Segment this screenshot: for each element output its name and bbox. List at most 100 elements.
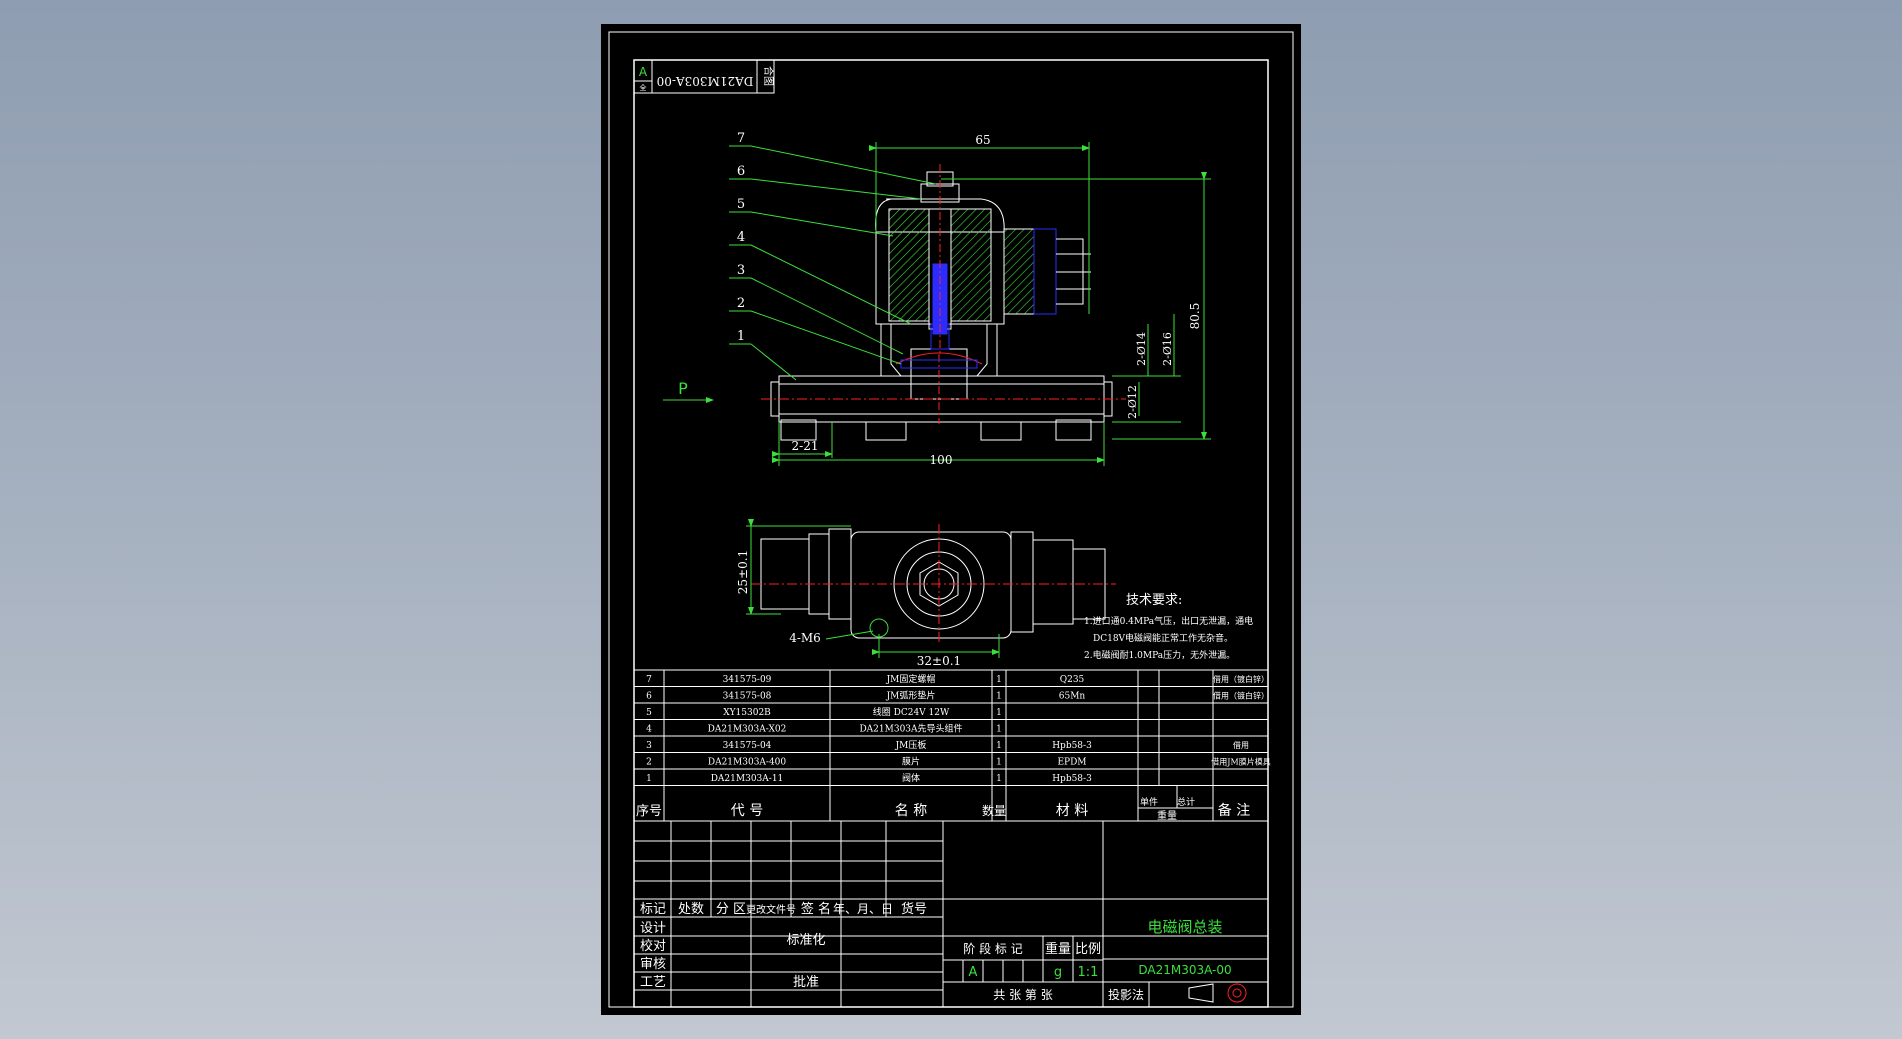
bom-cell-code: 341575-08	[723, 692, 772, 702]
tb-mark: 标记	[640, 902, 666, 917]
bom-cell-qty: 1	[996, 774, 1002, 784]
bom-cell-qty: 1	[996, 758, 1002, 768]
flow-label: P	[678, 379, 688, 398]
front-dim-labels: 65 80.5 2-Ø14 2-Ø16 2-Ø12 2-21 100 P	[678, 133, 1202, 467]
dim-m6: 4-M6	[789, 631, 821, 645]
bom-cell-name: JM压板	[895, 739, 927, 751]
tb-approve: 批准	[793, 975, 819, 990]
top-dim-labels: 25±0.1 4-M6 32±0.1	[736, 550, 961, 668]
tb-weight: 重量	[1045, 941, 1071, 957]
tb-sheets: 共 张 第 张	[993, 988, 1052, 1002]
tb-zones: 处数	[678, 902, 704, 917]
tb-area: 分 区	[716, 902, 746, 917]
bom-cell-name: 阀体	[902, 772, 920, 784]
bom-cell-note: 借用（镀白锌）	[1213, 691, 1269, 701]
corner-a: A	[639, 65, 648, 79]
part-balloons: 7 6 5 4 3 2 1	[737, 131, 745, 344]
bom-h-unit: 单件	[1140, 796, 1158, 808]
bom-cell-mat: Hpb58-3	[1052, 741, 1092, 751]
tb-process: 工艺	[640, 975, 666, 990]
bom-cell-code: DA21M303A-X02	[708, 725, 787, 735]
balloon-4: 4	[737, 230, 745, 245]
bom-cell-no: 1	[646, 774, 652, 784]
bom-cell-qty: 1	[996, 708, 1002, 718]
bom-cell-name: DA21M303A先导头组件	[859, 723, 962, 735]
bom-cell-name: 线圈 DC24V 12W	[873, 706, 950, 718]
bom-cell-no: 4	[646, 725, 652, 735]
balloon-3: 3	[737, 263, 745, 278]
leader-lines	[729, 145, 937, 381]
bom-cell-code: XY15302B	[723, 708, 771, 718]
dim-25: 25±0.1	[736, 550, 750, 594]
front-dimensions	[663, 142, 1211, 466]
dim-d16: 2-Ø16	[1161, 332, 1174, 366]
tech-line3: 2.电磁阀耐1.0MPa压力，无外泄漏。	[1084, 649, 1235, 661]
tech-line1: 1.进口通0.4MPa气压，出口无泄漏，通电	[1084, 615, 1253, 627]
bom-cell-note: 借用	[1233, 740, 1249, 750]
tb-projection: 投影法	[1108, 987, 1144, 1002]
balloon-6: 6	[737, 164, 745, 179]
bom-h-name: 名 称	[895, 803, 927, 819]
bom-header: 序号 代 号 名 称 数量 材 料 单件 总计 重量 备 注	[636, 796, 1250, 822]
tb-stage-val: A	[969, 965, 978, 980]
cad-drawing: A 全 DA21M303A-00 合图	[608, 31, 1294, 1008]
drawing-sheet: A 全 DA21M303A-00 合图	[601, 24, 1301, 1015]
tb-scale-val: 1:1	[1078, 965, 1099, 980]
bom-h-no: 序号	[636, 804, 662, 819]
balloon-7: 7	[737, 131, 745, 146]
balloon-5: 5	[737, 197, 745, 212]
tb-product-name: 电磁阀总装	[1147, 918, 1222, 936]
bom-h-note: 备 注	[1218, 802, 1250, 819]
technical-requirements: 技术要求: 1.进口通0.4MPa气压，出口无泄漏，通电 DC18V电磁阀能正常…	[1084, 593, 1253, 661]
bom-cell-code: 341575-09	[723, 675, 772, 685]
dim-80-5: 80.5	[1188, 303, 1202, 330]
bom-cell-qty: 1	[996, 675, 1002, 685]
bom-cell-qty: 1	[996, 725, 1002, 735]
bom-cell-name: 膜片	[902, 756, 920, 768]
tb-check: 校对	[640, 938, 666, 954]
tb-design: 设计	[640, 921, 666, 936]
corner-c: 合图	[762, 66, 775, 86]
bom-cell-code: DA21M303A-400	[708, 758, 787, 768]
tb-goods: 货号	[901, 901, 927, 917]
bom-h-qty: 数量	[982, 803, 1006, 818]
bom-h-mat: 材 料	[1056, 803, 1088, 819]
tb-drawing-no: DA21M303A-00	[1138, 963, 1231, 977]
tb-stage: 阶 段 标 记	[963, 941, 1022, 956]
title-block-text: 标记 处数 分 区 更改文件号 签 名 年、月、日 货号 设计 校对 审核 工艺…	[640, 901, 1232, 1002]
tb-review: 审核	[640, 957, 666, 972]
bom-cell-note: 借用JM膜片模具	[1211, 757, 1270, 767]
bom-cell-mat: EPDM	[1057, 758, 1086, 768]
bom-cell-qty: 1	[996, 692, 1002, 702]
dim-d14: 2-Ø14	[1135, 332, 1148, 366]
top-dimensions	[746, 519, 1000, 658]
tech-title: 技术要求:	[1126, 593, 1182, 608]
bom-cell-no: 7	[646, 675, 652, 685]
bom-cell-code: 341575-04	[723, 741, 772, 751]
top-view	[751, 524, 1116, 644]
bom-cell-mat: Hpb58-3	[1052, 774, 1092, 784]
title-block-grid	[633, 820, 1269, 1008]
dim-2-21: 2-21	[792, 439, 819, 453]
rotated-drawing-no: DA21M303A-00	[657, 74, 754, 88]
bom-cell-no: 2	[646, 758, 652, 768]
bom-cell-no: 3	[646, 741, 652, 751]
bom-cell-name: JM弧形垫片	[886, 690, 936, 702]
tb-weight-val: g	[1054, 965, 1062, 980]
bom-h-weight: 重量	[1157, 809, 1177, 822]
tb-change-doc: 更改文件号	[746, 903, 796, 916]
dim-65: 65	[975, 133, 990, 147]
balloon-2: 2	[737, 296, 745, 311]
bom-cell-name: JM固定螺帽	[886, 673, 936, 685]
bom-cell-mat: Q235	[1060, 675, 1085, 685]
bom-cell-no: 6	[646, 692, 652, 702]
balloon-1: 1	[737, 329, 745, 344]
bom-h-total: 总计	[1177, 796, 1195, 808]
tech-line2: DC18V电磁阀能正常工作无杂音。	[1093, 632, 1233, 644]
bom-cell-no: 5	[646, 708, 652, 718]
corner-b: 全	[640, 83, 647, 92]
projection-symbol-icon	[1188, 983, 1247, 1003]
front-view	[761, 164, 1126, 441]
dim-100: 100	[930, 453, 953, 467]
corner-number-box: A 全 DA21M303A-00 合图	[633, 59, 775, 94]
